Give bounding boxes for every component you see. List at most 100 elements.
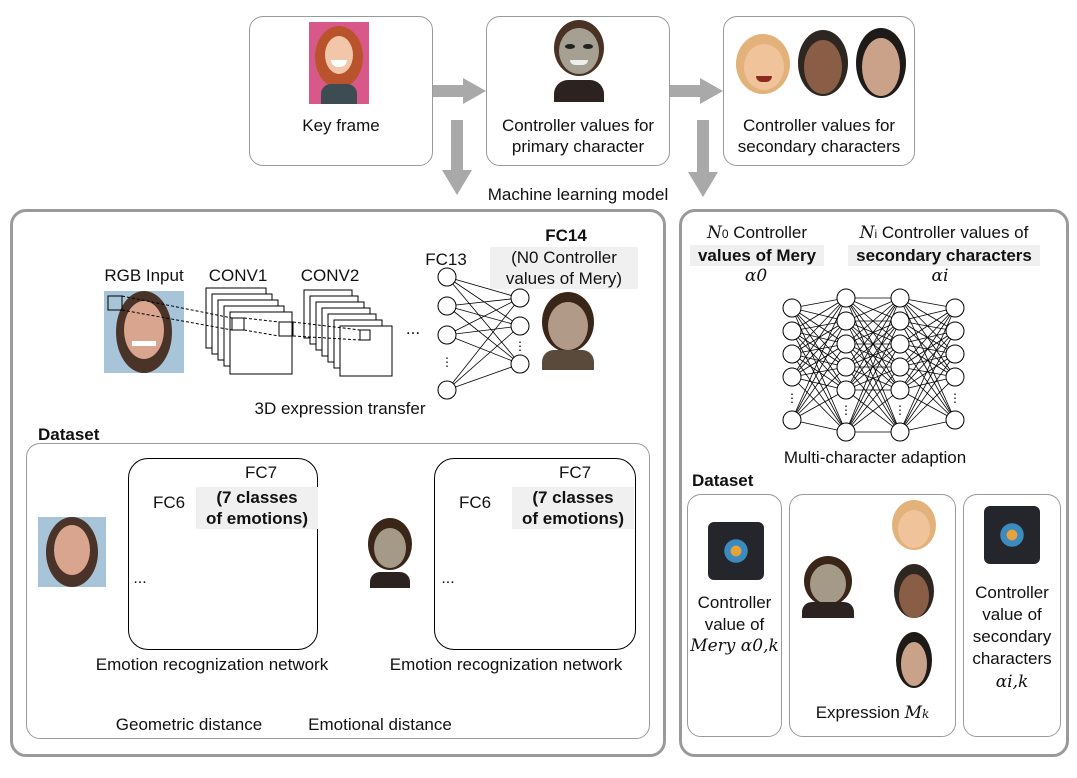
neuron-node (945, 367, 965, 387)
connection-line (899, 297, 956, 421)
controller-panel-icon-a (708, 522, 764, 580)
neuron-node (836, 357, 856, 377)
connection-line (899, 330, 956, 391)
n0-rest: 0 (721, 227, 729, 241)
neuron-node (437, 325, 457, 345)
connection-line (899, 307, 956, 391)
secondary-ctrl-label-4: characters (972, 649, 1052, 668)
connection-line (845, 320, 901, 433)
adaption-label: Multi-character adaption (783, 448, 967, 467)
connection-line (791, 366, 847, 421)
connection-line (446, 297, 521, 336)
emotion-net-label-a: Emotion recognization network (95, 655, 329, 674)
neuron-node (945, 344, 965, 364)
neuron-node (890, 334, 910, 354)
fc13-fc14-network: ⋮⋮ (437, 267, 530, 400)
vertical-ellipsis: ⋮ (949, 391, 961, 405)
fc14-label: FC14 (545, 226, 587, 245)
connection-line (899, 307, 956, 368)
connection-line (899, 353, 956, 391)
connection-line (446, 276, 521, 327)
ni-symbol: N (859, 223, 875, 243)
neuron-node (782, 321, 802, 341)
fc7-sub1-label-b: (7 classes (512, 487, 634, 508)
right-panel (679, 209, 1069, 757)
left-dataset-label: Dataset (38, 425, 100, 444)
secondary-ctrl-label-3: secondary (972, 627, 1052, 646)
conv1-label: CONV1 (208, 266, 268, 285)
rgb-input-photo (104, 291, 184, 373)
connection-line (446, 276, 521, 299)
connection-line (845, 320, 901, 391)
connection-line (791, 297, 847, 355)
neuron-node (890, 288, 910, 308)
neuron-node (782, 344, 802, 364)
transfer-label: 3D expression transfer (254, 399, 426, 418)
fc7-sub2-label-a: of emotions) (196, 508, 318, 529)
connection-line (899, 307, 956, 345)
neuron-node (945, 410, 965, 430)
neuron-node (836, 380, 856, 400)
net-ellipsis-b: ... (441, 570, 455, 587)
expression-char3-head (896, 632, 932, 690)
neuron-node (437, 380, 457, 400)
secondary-controller-label-1: Controller values for (742, 116, 896, 135)
connection-line (845, 389, 901, 433)
primary-controller-label-1: Controller values for (501, 116, 655, 135)
right-dataset-label: Dataset (692, 471, 754, 490)
connection-line (791, 343, 847, 421)
connection-line (845, 366, 901, 433)
primary-controller-label-2: primary character (511, 137, 645, 156)
mery-controller-label-3: Mery α0,k (690, 636, 779, 656)
vertical-ellipsis: ⋮ (786, 391, 798, 405)
ni-sub: i (874, 227, 878, 241)
mery-output-head (538, 290, 598, 370)
mery-controller-label-1: Controller (697, 593, 772, 612)
neuron-node (836, 288, 856, 308)
expression-char2-head (894, 564, 934, 622)
vertical-ellipsis: ⋮ (894, 403, 906, 417)
fc14-sub1-label: (N0 Controller (490, 247, 638, 268)
fc7-sub2-label-b: of emotions) (512, 508, 634, 529)
connection-line (899, 376, 956, 433)
neuron-node (437, 267, 457, 287)
neuron-node (782, 367, 802, 387)
connection-line (446, 325, 521, 391)
connection-line (845, 297, 901, 345)
neuron-node (890, 422, 910, 442)
expression-label: Expression Mk (789, 702, 956, 725)
neuron-node (890, 357, 910, 377)
connection-line (446, 363, 521, 391)
connection-line (791, 320, 847, 378)
fc7-label-b: FC7 (558, 463, 592, 482)
mery-character-head (546, 18, 612, 102)
connection-line (845, 297, 901, 391)
secondary-characters-label: secondary characters (848, 245, 1040, 266)
conv2-label: CONV2 (300, 266, 360, 285)
left-panel (10, 209, 666, 757)
vertical-ellipsis: ⋮ (514, 339, 526, 353)
connection-line (446, 297, 521, 307)
multi-character-network: ⋮⋮⋮⋮ (782, 288, 965, 442)
connection-line (446, 305, 521, 327)
connection-line (845, 297, 901, 368)
connection-line (791, 376, 847, 433)
net-ellipsis-a: ... (133, 570, 147, 587)
secondary-ctrl-label-5: αi,k (995, 672, 1029, 692)
connection-line (845, 343, 901, 433)
alpha0-label: α0 (744, 266, 768, 286)
dataset-input-photo (38, 517, 106, 587)
ml-model-label: Machine learning model (487, 185, 669, 204)
connection-line (899, 353, 956, 433)
neuron-node (945, 298, 965, 318)
connection-line (446, 305, 521, 365)
connection-line (845, 343, 901, 391)
connection-line (845, 366, 901, 391)
neuron-node (890, 380, 910, 400)
n0-symbol: N (707, 223, 722, 243)
neuron-node (782, 298, 802, 318)
controller-panel-icon-b (984, 506, 1040, 564)
neuron-node (437, 296, 457, 316)
fc13-label: FC13 (425, 250, 467, 269)
